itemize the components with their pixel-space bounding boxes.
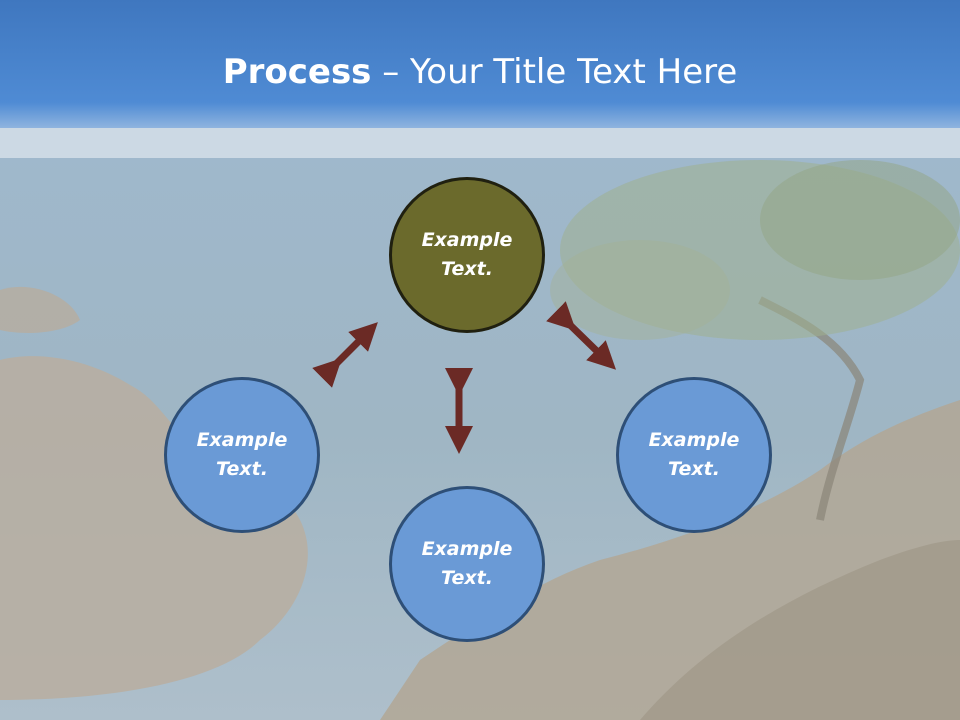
title-rest: – Your Title Text Here [371,52,738,92]
node-left-label: Example Text. [196,429,288,480]
node-right: Example Text. [616,377,772,533]
node-top: Example Text. [389,177,545,333]
node-bottom: Example Text. [389,486,545,642]
node-top-label: Example Text. [421,229,513,280]
slide-title: Process – Your Title Text Here [0,52,960,92]
node-left: Example Text. [164,377,320,533]
title-bold: Process [222,52,372,92]
node-right-label: Example Text. [648,429,740,480]
node-bottom-label: Example Text. [421,538,513,589]
